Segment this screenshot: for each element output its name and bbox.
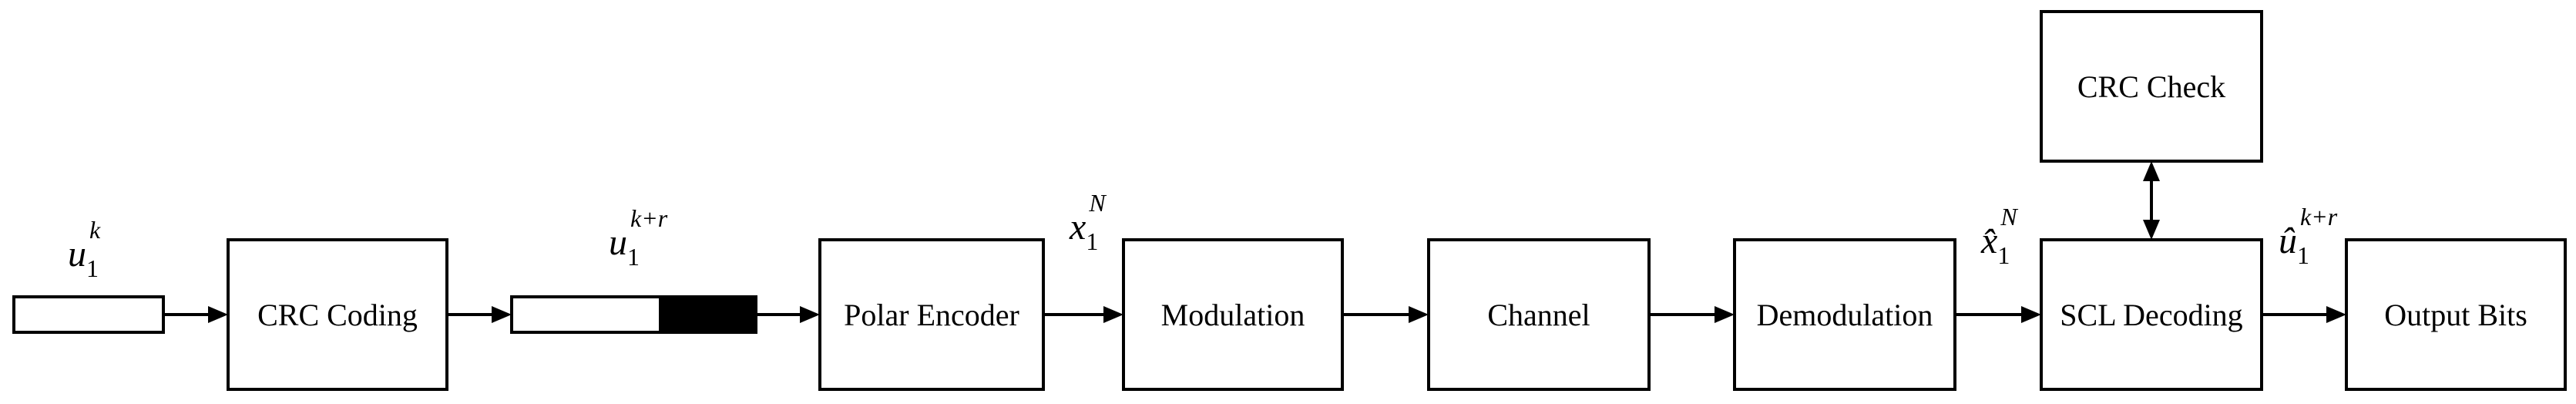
channel-label: Channel	[1487, 298, 1590, 332]
signal-encoded-sup: N	[1088, 189, 1107, 217]
crc-output-parity-bits	[659, 295, 757, 334]
polar-encoder-block	[818, 238, 1045, 391]
demodulation-block	[1733, 238, 1956, 391]
signal-input-sub: 1	[86, 254, 99, 282]
arrow-head-modulation-to-channel	[1409, 306, 1429, 323]
modulation-block	[1122, 238, 1344, 391]
crc-coding-label: CRC Coding	[257, 298, 418, 332]
arrow-head-demodulation-to-scl	[2021, 306, 2041, 323]
signal-input-label: u1 k	[68, 216, 101, 282]
signal-decoded-base: û	[2279, 221, 2297, 261]
demodulation-label: Demodulation	[1757, 298, 1933, 332]
signal-received-sup: N	[2000, 203, 2018, 231]
arrow-head-channel-to-demodulation	[1715, 306, 1735, 323]
signal-received-label: x̂1 N	[1980, 203, 2018, 269]
output-bits-block	[2345, 238, 2567, 391]
arrow-head-crc-to-bar	[492, 306, 512, 323]
arrow-head-input-to-crc	[208, 306, 228, 323]
signal-crc-output-label: u1 k+r	[609, 204, 668, 271]
arrow-head-down-to-scl	[2143, 220, 2160, 240]
scl-decoding-block	[2040, 238, 2263, 391]
signal-decoded-sup: k+r	[2300, 203, 2338, 231]
signal-received-sub: 1	[1997, 241, 2010, 269]
arrow-head-bar-to-encoder	[800, 306, 820, 323]
signal-encoded-label: x1 N	[1069, 189, 1107, 255]
signal-input-base: u	[68, 234, 86, 274]
crc-check-label: CRC Check	[2077, 69, 2225, 104]
arrow-head-encoder-to-modulation	[1103, 306, 1123, 323]
signal-input-sup: k	[89, 216, 101, 244]
crc-check-block	[2040, 10, 2263, 163]
signal-decoded-label: û1 k+r	[2279, 203, 2338, 269]
output-bits-label: Output Bits	[2384, 298, 2527, 332]
polar-encoder-label: Polar Encoder	[844, 298, 1019, 332]
scl-decoding-label: SCL Decoding	[2060, 298, 2242, 332]
signal-received-base: x̂	[1980, 221, 1997, 261]
crc-output-info-bits	[510, 295, 662, 334]
signal-encoded-base: x	[1069, 207, 1086, 247]
signal-crc-output-sub: 1	[627, 243, 640, 271]
signal-decoded-sub: 1	[2297, 241, 2309, 269]
modulation-label: Modulation	[1161, 298, 1305, 332]
signal-crc-output-sup: k+r	[630, 204, 668, 232]
signal-crc-output-base: u	[609, 222, 627, 263]
arrow-head-scl-to-output	[2326, 306, 2346, 323]
input-bit-vector	[12, 295, 165, 334]
arrow-head-up-to-crc-check	[2143, 161, 2160, 181]
signal-encoded-sub: 1	[1086, 227, 1098, 255]
